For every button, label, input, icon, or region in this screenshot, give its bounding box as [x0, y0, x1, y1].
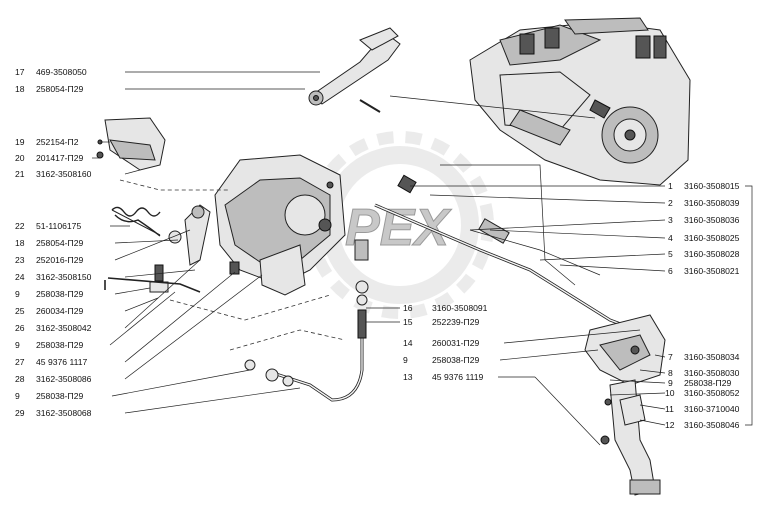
callout-code: 3162-3508150	[36, 272, 92, 282]
lever-17	[308, 27, 401, 106]
callout-code: 252016-П29	[36, 255, 83, 265]
lever-26	[149, 204, 211, 293]
bracket-21	[96, 117, 166, 171]
callout-code: 3160-3508091	[432, 303, 488, 313]
callout-code: 3160-3508036	[684, 215, 740, 225]
callout-code: 51-1106175	[36, 221, 81, 231]
washer-18	[359, 99, 381, 113]
callout-num: 23	[15, 255, 25, 265]
callout-num: 15	[403, 317, 413, 327]
callout-num: 16	[403, 303, 413, 313]
callout-code: 260031-П29	[432, 338, 479, 348]
callout-code: 45 9376 1117	[36, 357, 88, 367]
callout-num: 18	[15, 238, 25, 248]
right-callout-list: 1 3160-3508015 2 3160-3508039 3 3160-350…	[665, 181, 740, 430]
callout-code: 258054-П29	[36, 84, 83, 94]
callout-code: 3160-3508046	[684, 420, 740, 430]
callout-code: 260034-П29	[36, 306, 83, 316]
callout-num: 4	[668, 233, 673, 243]
callout-num: 28	[15, 374, 25, 384]
callout-num: 26	[15, 323, 25, 333]
callout-code: 3160-3508034	[684, 352, 740, 362]
callout-code: 258054-П29	[36, 238, 83, 248]
callout-code: 258038-П29	[432, 355, 479, 365]
callout-num: 11	[665, 404, 674, 414]
center-leaders	[366, 307, 641, 446]
callout-code: 252239-П29	[432, 317, 479, 327]
callout-code: 3160-3508052	[684, 388, 740, 398]
callout-num: 9	[15, 340, 20, 350]
callout-code: 45 9376 1119	[432, 372, 484, 382]
bolt-27	[229, 261, 240, 275]
callout-num: 9	[403, 355, 408, 365]
callout-code: 469-3508050	[36, 67, 87, 77]
callout-num: 19	[15, 137, 25, 147]
cable-29	[244, 310, 364, 402]
left-callout-list: 17 469-3508050 18 258054-П29 19 252154-П…	[15, 67, 92, 418]
callout-code: 3162-3508086	[36, 374, 92, 384]
injection-pump-engine	[469, 17, 691, 186]
right-leaders	[389, 95, 753, 426]
callout-code: 258038-П29	[36, 289, 83, 299]
callout-num: 2	[668, 198, 673, 208]
nut-16-washer-15	[354, 239, 369, 339]
center-callout-list: 16 3160-3508091 15 252239-П29 14 260031-…	[403, 303, 488, 382]
callout-num: 10	[665, 388, 675, 398]
callout-code: 201417-П29	[36, 153, 83, 163]
left-leaders	[92, 71, 320, 414]
callout-code: 3160-3508025	[684, 233, 740, 243]
callout-code: 258038-П29	[36, 391, 83, 401]
callout-code: 3160-3508015	[684, 181, 740, 191]
callout-code: 3160-3508021	[684, 266, 740, 276]
callout-code: 252154-П2	[36, 137, 79, 147]
callout-code: 3160-3508039	[684, 198, 740, 208]
callout-num: 20	[15, 153, 25, 163]
callout-num: 14	[403, 338, 413, 348]
callout-code: 258038-П29	[36, 340, 83, 350]
callout-num: 12	[665, 420, 675, 430]
callout-num: 27	[15, 357, 25, 367]
callout-num: 17	[15, 67, 25, 77]
pedal-assembly	[584, 314, 666, 496]
callout-num: 18	[15, 84, 25, 94]
rod-24	[104, 277, 201, 293]
callout-code: 258038-П29	[684, 378, 731, 388]
callout-num: 29	[15, 408, 25, 418]
callout-num: 6	[668, 266, 673, 276]
callout-num: 8	[668, 368, 673, 378]
callout-num: 1	[668, 181, 673, 191]
callout-code: 3160-3508030	[684, 368, 740, 378]
mounting-bracket-block	[214, 154, 346, 296]
callout-num: 13	[403, 372, 413, 382]
callout-num: 9	[15, 391, 20, 401]
callout-num: 25	[15, 306, 25, 316]
callout-num: 9	[15, 289, 20, 299]
callout-num: 21	[15, 169, 25, 179]
callout-num: 3	[668, 215, 673, 225]
callout-code: 3160-3710040	[684, 404, 740, 414]
callout-num: 9	[668, 378, 673, 388]
callout-num: 22	[15, 221, 25, 231]
callout-num: 5	[668, 249, 673, 259]
callout-code: 3162-3508042	[36, 323, 92, 333]
callout-code: 3160-3508028	[684, 249, 740, 259]
callout-code: 3162-3508068	[36, 408, 92, 418]
callout-code: 3162-3508160	[36, 169, 92, 179]
callout-num: 7	[668, 352, 673, 362]
callout-num: 24	[15, 272, 25, 282]
